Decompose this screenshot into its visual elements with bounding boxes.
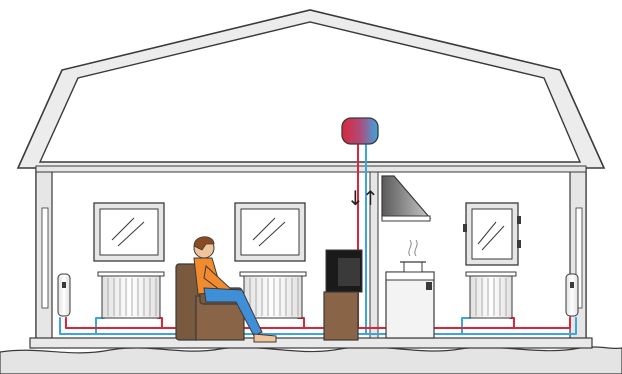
flow-arrow-up: ↑ [362, 186, 379, 210]
radiator-icon [239, 271, 307, 319]
person-icon [193, 236, 277, 343]
window-icon [93, 202, 165, 262]
radiator-icon [565, 273, 579, 317]
roof [16, 9, 606, 169]
radiator-icon [465, 271, 517, 319]
tv-icon [323, 249, 363, 341]
ground [0, 346, 622, 374]
flow-arrow-down: ↓ [347, 186, 364, 210]
radiator-icon [57, 273, 71, 317]
window-icon [234, 202, 306, 262]
pot-icon [400, 239, 426, 273]
expansion-tank-icon [341, 117, 379, 145]
stove-icon [385, 271, 435, 339]
range-hood-icon [381, 175, 432, 222]
radiator-icon [97, 271, 165, 319]
window-icon [463, 202, 521, 266]
